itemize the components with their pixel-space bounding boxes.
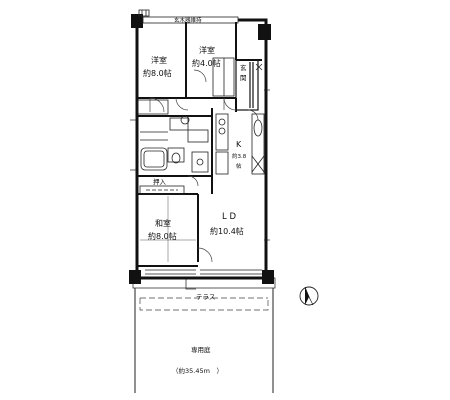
structural-columns [129,14,274,284]
outer-walls [135,18,268,280]
western-room-2-name: 洋室 [199,45,215,55]
japanese-room-tatami [140,196,196,262]
top-band-label: 玄木器維持 [174,16,202,24]
north-arrow-icon [299,286,319,306]
kitchen-area: 約3.8 [232,152,247,160]
terrace-step [185,278,196,290]
kitchen-counters [215,113,265,175]
entrance-walls [235,59,259,111]
japanese-room-area: 約8.0帖 [148,231,177,241]
top-rail [138,9,150,17]
western-room-1-area: 約8.0帖 [143,68,172,78]
western-room-2-area: 約4.0帖 [192,58,221,68]
garden-area: （約35.45m ） [172,366,223,375]
garden-outline [134,283,274,393]
terrace-name: テラス [196,293,215,301]
storage-name: 押入 [153,177,167,186]
entrance-label-2: 関 [240,74,247,82]
door-swings [149,69,259,263]
entrance-label-1: 玄 [240,63,247,72]
storage-closet [139,185,185,195]
closet-marks [137,57,235,115]
top-band [142,16,239,24]
garden-name: 専用庭 [191,345,211,354]
bath-fixtures [140,115,209,173]
kitchen-name: K [236,140,242,149]
kitchen-area-unit: 帖 [236,162,242,170]
entrance-shoe-cabinet [255,63,263,71]
living-dining-name: L D [222,212,236,222]
ld-sliding-window [145,269,262,275]
side-marks [130,89,270,241]
living-dining-area: 約10.4帖 [210,226,244,236]
japanese-room-name: 和室 [155,218,171,228]
western-room-1-name: 洋室 [151,55,167,65]
garden-boundary [139,297,269,311]
